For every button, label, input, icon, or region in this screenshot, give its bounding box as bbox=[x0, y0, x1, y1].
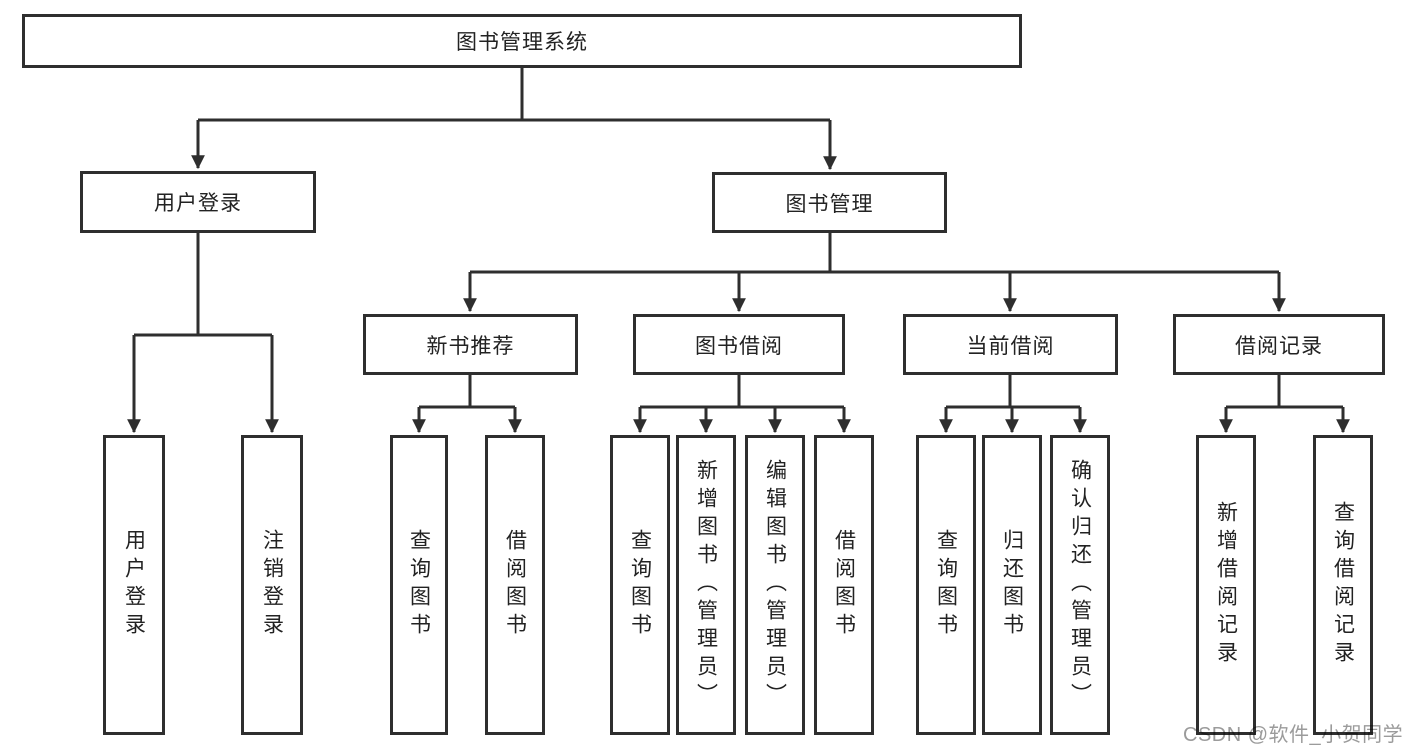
leaf-query-books-recommend: 查询图书 bbox=[390, 435, 448, 735]
leaf-add-books-admin: 新增图书（管理员） bbox=[676, 435, 736, 735]
leaf-label: 编辑图书（管理员） bbox=[763, 459, 787, 711]
leaf-label: 查询借阅记录 bbox=[1331, 501, 1355, 669]
node-label: 图书管理 bbox=[785, 192, 874, 216]
leaf-query-borrow-record: 查询借阅记录 bbox=[1313, 435, 1373, 735]
leaf-label: 借阅图书 bbox=[832, 529, 856, 641]
leaf-label: 新增借阅记录 bbox=[1214, 501, 1238, 669]
node-borrowing-records: 借阅记录 bbox=[1173, 314, 1385, 375]
leaf-add-borrow-record: 新增借阅记录 bbox=[1196, 435, 1256, 735]
leaf-borrow-books-recommend: 借阅图书 bbox=[485, 435, 545, 735]
leaf-query-books-borrowing: 查询图书 bbox=[610, 435, 670, 735]
leaf-query-books-current: 查询图书 bbox=[916, 435, 976, 735]
leaf-label: 确认归还（管理员） bbox=[1068, 459, 1092, 711]
node-book-management: 图书管理 bbox=[712, 172, 947, 233]
leaf-label: 注销登录 bbox=[260, 529, 284, 641]
leaf-logout: 注销登录 bbox=[241, 435, 303, 735]
leaf-user-login: 用户登录 bbox=[103, 435, 165, 735]
leaf-label: 查询图书 bbox=[628, 529, 652, 641]
node-label: 借阅记录 bbox=[1235, 334, 1323, 358]
node-label: 新书推荐 bbox=[426, 334, 515, 358]
node-label: 当前借阅 bbox=[966, 334, 1055, 358]
leaf-return-books: 归还图书 bbox=[982, 435, 1042, 735]
leaf-label: 新增图书（管理员） bbox=[694, 459, 718, 711]
node-user-login: 用户登录 bbox=[80, 171, 316, 233]
node-new-book-recommend: 新书推荐 bbox=[363, 314, 578, 375]
leaf-label: 查询图书 bbox=[407, 529, 431, 641]
node-root-library-system: 图书管理系统 bbox=[22, 14, 1022, 68]
leaf-confirm-return-admin: 确认归还（管理员） bbox=[1050, 435, 1110, 735]
node-current-borrowing: 当前借阅 bbox=[903, 314, 1118, 375]
node-book-borrowing: 图书借阅 bbox=[633, 314, 845, 375]
csdn-watermark: CSDN @软件_小贺同学 bbox=[1183, 724, 1404, 746]
leaf-label: 查询图书 bbox=[934, 529, 958, 641]
leaf-label: 归还图书 bbox=[1000, 529, 1024, 641]
node-label: 图书管理系统 bbox=[456, 31, 588, 54]
leaf-edit-books-admin: 编辑图书（管理员） bbox=[745, 435, 805, 735]
node-label: 图书借阅 bbox=[695, 334, 783, 358]
leaf-label: 用户登录 bbox=[122, 529, 146, 641]
leaf-label: 借阅图书 bbox=[503, 529, 527, 641]
leaf-borrow-books: 借阅图书 bbox=[814, 435, 874, 735]
node-label: 用户登录 bbox=[154, 192, 242, 215]
